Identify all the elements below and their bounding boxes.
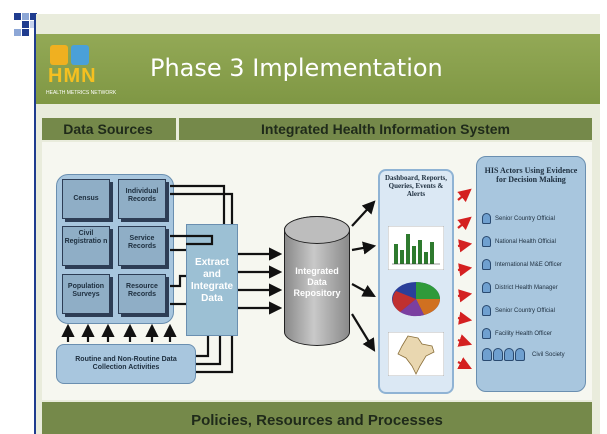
footer-label: Policies, Resources and Processes <box>191 412 443 429</box>
actor-label: District Health Manager <box>495 285 558 291</box>
logo-chart-icon <box>71 45 89 65</box>
source-label-individual-records: Individual Records <box>125 188 159 203</box>
actor-label: Senior Country Official <box>495 308 555 314</box>
source-doc-resource-records <box>118 274 166 314</box>
title-band <box>36 34 600 104</box>
source-doc-service-records <box>118 226 166 266</box>
data-repository-label: Integrated Data Repository <box>293 266 341 298</box>
corner-square <box>14 29 21 36</box>
actor-icon <box>482 305 491 316</box>
actor-label: Facility Health Officer <box>495 331 552 337</box>
hmn-logo: HMN HEALTH METRICS NETWORK <box>46 43 118 105</box>
actor-label: Civil Society <box>532 352 565 358</box>
source-doc-population-surveys <box>62 274 110 314</box>
slide-title: Phase 3 Implementation <box>150 54 443 82</box>
actor-label: Senior Country Official <box>495 216 555 222</box>
actor-icon <box>482 259 491 270</box>
header-bar <box>42 118 592 140</box>
source-label-resource-records: Resource Records <box>126 283 158 298</box>
actor-icon <box>482 236 491 247</box>
logo-figure-icon <box>50 45 68 65</box>
logo-text: HMN <box>48 65 97 87</box>
pie-chart-thumbnail <box>392 282 440 317</box>
source-doc-census <box>62 179 110 219</box>
header-divider <box>176 118 179 140</box>
slide: HMN HEALTH METRICS NETWORK Phase 3 Imple… <box>34 14 600 434</box>
corner-square <box>22 21 29 28</box>
actor-label: National Health Official <box>495 239 556 245</box>
corner-square <box>30 21 37 28</box>
collection-activities-box <box>56 344 196 384</box>
extract-integrate-label: Extract and Integrate Data <box>190 257 234 304</box>
header-data-sources: Data Sources <box>63 121 153 137</box>
actor-icon <box>482 328 491 339</box>
actor-icon <box>482 282 491 293</box>
source-label-service-records: Service Records <box>127 235 156 250</box>
bar-chart-thumbnail <box>388 226 444 270</box>
source-doc-individual-records <box>118 179 166 219</box>
corner-square <box>14 13 21 20</box>
data-repository-top <box>284 216 350 244</box>
header-integrated-his: Integrated Health Information System <box>261 121 510 137</box>
source-label-population-surveys: Population Surveys <box>67 283 105 298</box>
products-title: Dashboard, Reports, Queries, Events & Al… <box>384 174 448 198</box>
source-label-civil-registration: Civil Registratio n <box>64 230 108 245</box>
map-thumbnail <box>388 332 444 376</box>
corner-square <box>22 29 29 36</box>
footer-bar <box>42 402 592 434</box>
actors-title: HIS Actors Using Evidence for Decision M… <box>484 166 578 184</box>
civil-society-group-icon <box>482 348 528 362</box>
corner-square <box>22 13 29 20</box>
collection-activities-label: Routine and Non-Routine Data Collection … <box>75 356 177 371</box>
actor-icon <box>482 213 491 224</box>
actor-label: International M&E Officer <box>495 262 562 268</box>
connector-arrows <box>61 184 473 374</box>
source-label-census: Census <box>73 195 99 202</box>
logo-subtext: HEALTH METRICS NETWORK <box>46 90 117 96</box>
corner-square <box>30 13 37 20</box>
source-doc-civil-registration <box>62 226 110 266</box>
